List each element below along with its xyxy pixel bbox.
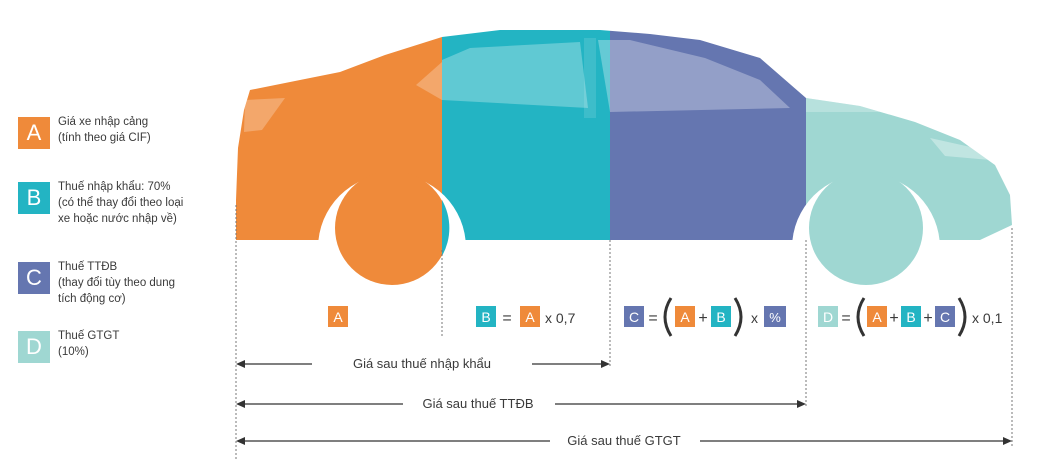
formula-d-lhs-box <box>818 306 838 327</box>
rear-wheel-teal-slice <box>442 200 450 256</box>
formula-c-lhs: C <box>629 309 639 325</box>
legend-line: tích động cơ) <box>58 293 126 305</box>
formula-a-box <box>328 306 348 327</box>
legend-text-b: Thuế nhập khẩu: 70% (có thể thay đổi the… <box>58 179 238 227</box>
formula-b-a-box <box>520 306 540 327</box>
formula-d-plus2: + <box>923 310 932 327</box>
formula-c-close-paren <box>733 297 743 337</box>
rear-door-window <box>442 42 588 108</box>
arrow-import-head-left <box>236 360 245 368</box>
arrow-special-price: Giá sau thuế TTĐB <box>236 396 806 411</box>
formula-d-b-box <box>901 306 921 327</box>
formula-d-a-box <box>867 306 887 327</box>
legend-line: Thuế GTGT <box>58 330 120 342</box>
rear-window <box>416 62 442 100</box>
legend-line: xe hoặc nước nhập về) <box>58 213 177 225</box>
formula-b-lhs-box <box>476 306 496 327</box>
arrow-vat-price: Giá sau thuế GTGT <box>236 433 1012 448</box>
taillight <box>244 98 285 132</box>
arrow-special-head-left <box>236 400 245 408</box>
formula-d-open-paren <box>856 297 866 337</box>
legend-badge-c: C <box>18 262 50 294</box>
formula-d-tail: x 0,1 <box>972 310 1003 326</box>
front-door-window <box>598 40 790 112</box>
formula-d-c: C <box>940 309 950 325</box>
arrow-import-head-right <box>601 360 610 368</box>
formula-c-eq: = <box>648 310 657 327</box>
formula-a: A <box>328 306 348 327</box>
formula-b-lhs: B <box>481 309 490 325</box>
formula-b-tail: x 0,7 <box>545 310 576 326</box>
legend-line: (tính theo giá CIF) <box>58 132 151 144</box>
legend-text-a: Giá xe nhập cảng (tính theo giá CIF) <box>58 114 238 146</box>
arrow-import-price: Giá sau thuế nhập khẩu <box>236 356 610 371</box>
front-wheel <box>809 171 923 285</box>
formula-c-lhs-box <box>624 306 644 327</box>
legend-text-c: Thuế TTĐB (thay đổi tùy theo dung tích đ… <box>58 259 238 307</box>
formula-c-b: B <box>716 309 725 325</box>
pillar <box>584 38 596 118</box>
windshield <box>806 98 880 112</box>
legend-badge-a: A <box>18 117 50 149</box>
formula-c-open-paren <box>663 297 673 337</box>
formula-d-b: B <box>906 309 915 325</box>
formula-d-c-box <box>935 306 955 327</box>
formula-d-close-paren <box>957 297 967 337</box>
legend-line: (có thể thay đổi theo loại <box>58 197 184 209</box>
legend-line: (10%) <box>58 346 89 358</box>
formula-c-b-box <box>711 306 731 327</box>
legend-line: Giá xe nhập cảng <box>58 116 149 128</box>
formula-d-lhs: D <box>823 309 833 325</box>
legend-line: (thay đổi tùy theo dung <box>58 277 175 289</box>
arrow-special-label: Giá sau thuế TTĐB <box>422 396 533 411</box>
arrow-vat-head-right <box>1003 437 1012 445</box>
arrow-import-label: Giá sau thuế nhập khẩu <box>353 356 491 371</box>
arrow-special-head-right <box>797 400 806 408</box>
legend-badge-b: B <box>18 182 50 214</box>
formula-d: D = A + B + C x 0,1 <box>818 297 1003 337</box>
formula-c-a: A <box>680 309 690 325</box>
formula-c-mult: x <box>751 310 758 326</box>
formula-c: C = A + B x % <box>624 297 786 337</box>
rear-wheel <box>335 171 449 285</box>
legend-badge-d: D <box>18 331 50 363</box>
formula-b-eq: = <box>502 310 511 327</box>
headlight <box>930 138 990 160</box>
arrow-vat-label: Giá sau thuế GTGT <box>567 433 680 448</box>
formula-b: B = A x 0,7 <box>476 306 576 327</box>
formula-b-a: A <box>525 309 535 325</box>
formula-c-plus: + <box>698 310 707 327</box>
formula-d-eq: = <box>841 310 850 327</box>
arrow-vat-head-left <box>236 437 245 445</box>
formula-d-plus1: + <box>889 310 898 327</box>
legend-line: Thuế TTĐB <box>58 261 118 273</box>
formula-c-pct: % <box>769 310 781 325</box>
formula-c-a-box <box>675 306 695 327</box>
legend-text-d: Thuế GTGT (10%) <box>58 328 238 360</box>
legend-line: Thuế nhập khẩu: 70% <box>58 181 171 193</box>
formula-d-a: A <box>872 309 882 325</box>
formula-a-letter: A <box>333 309 343 325</box>
segment-b-body <box>442 30 610 240</box>
formula-c-pct-box <box>764 306 786 327</box>
